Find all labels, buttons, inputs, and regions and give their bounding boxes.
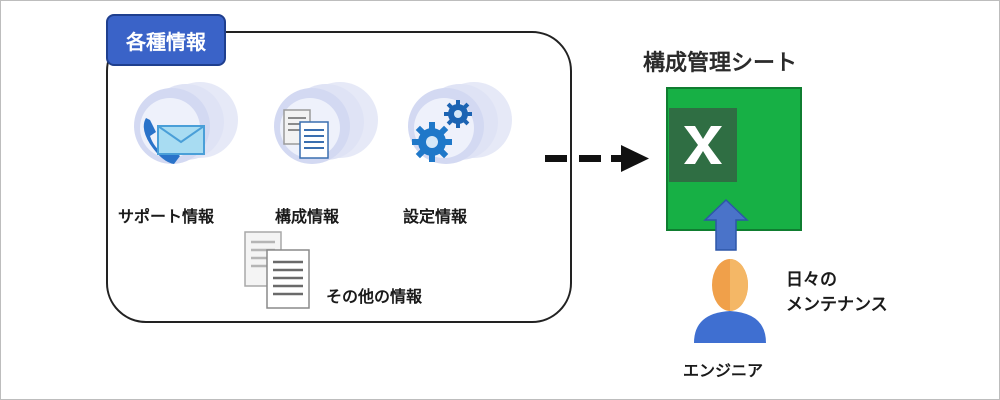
info-group-box [106, 31, 572, 323]
maintenance-line2: メンテナンス [786, 295, 888, 315]
sheet-title: 構成管理シート [643, 51, 798, 76]
spreadsheet-icon [666, 87, 802, 231]
support-info-icon [134, 82, 238, 164]
engineer-label: エンジニア [683, 361, 764, 380]
config-info-label: 構成情報 [275, 207, 340, 226]
maintenance-line1: 日々の [786, 270, 837, 290]
settings-info-icon [408, 82, 512, 164]
group-title: 各種情報 [106, 14, 226, 66]
engineer-person-icon [694, 259, 766, 343]
support-info-label: サポート情報 [118, 207, 215, 226]
up-arrow-icon [703, 198, 749, 251]
config-info-icon [274, 82, 378, 164]
settings-info-label: 設定情報 [403, 207, 468, 226]
other-info-icon [244, 231, 310, 309]
dashed-arrow-icon [545, 145, 649, 172]
other-info-label: その他の情報 [326, 287, 423, 306]
